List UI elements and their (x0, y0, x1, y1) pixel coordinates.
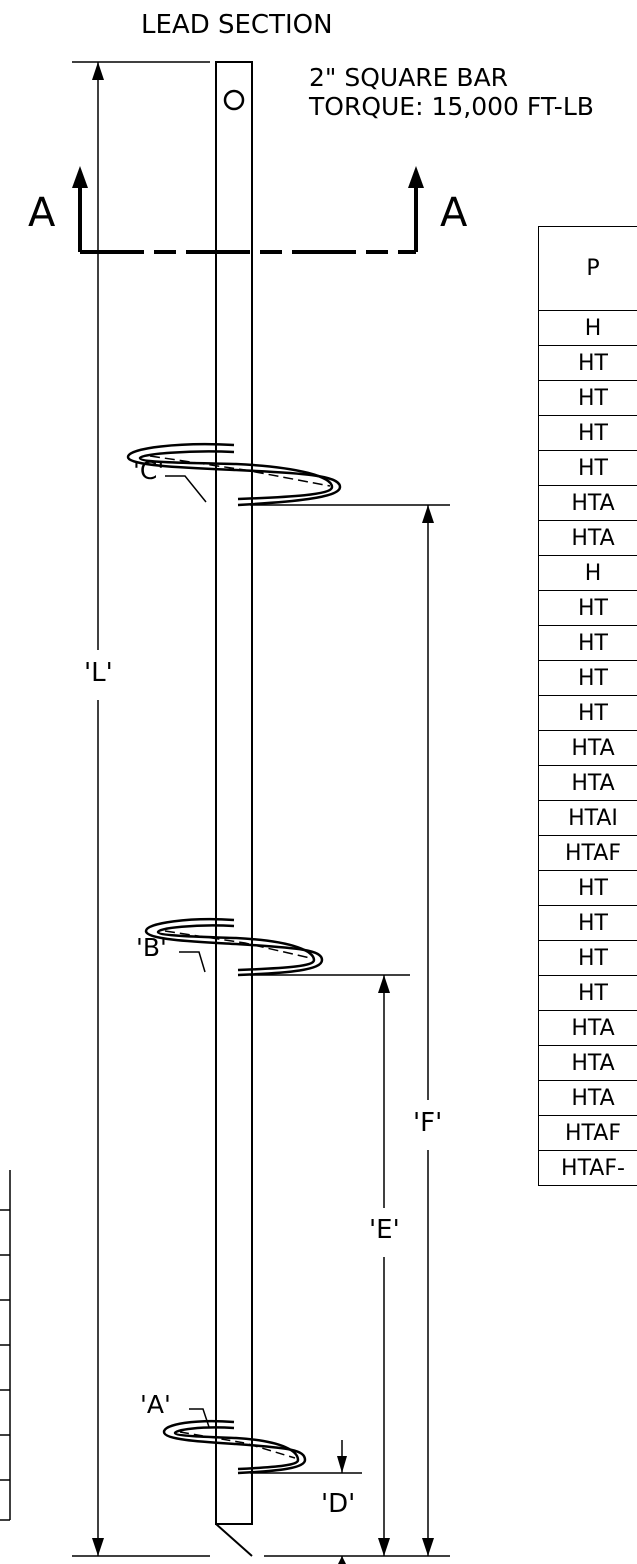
shaft-bar (215, 61, 253, 1525)
dim-label-c: 'C' (133, 456, 165, 485)
extension-lines (72, 61, 450, 1557)
part-number-cell: HT (538, 660, 637, 696)
part-table-row: HT (538, 345, 637, 381)
part-table-row: HTAF- (538, 1150, 637, 1186)
part-number-cell: HT (538, 905, 637, 941)
part-number-cell: HTA (538, 765, 637, 801)
part-number-cell: HT (538, 870, 637, 906)
leader-a (189, 1408, 210, 1428)
dimension-lines (97, 62, 429, 1564)
part-table-row: HTA (538, 1045, 637, 1081)
dim-label-f: 'F' (413, 1108, 443, 1138)
part-table-row: HT (538, 660, 637, 696)
helix-c (126, 442, 342, 507)
part-table-row: HT (538, 415, 637, 451)
part-number-cell: HTA (538, 1080, 637, 1116)
dim-label-b: 'B' (136, 933, 167, 962)
part-table-row: HTA (538, 1010, 637, 1046)
section-mark-left: A (28, 190, 56, 236)
shaft-pointed-tip (215, 1523, 253, 1557)
part-table-row: HTA (538, 485, 637, 521)
part-table-row: H (538, 555, 637, 591)
part-table-header: P (538, 226, 637, 311)
bar-spec-line1: 2" SQUARE BAR (309, 63, 509, 92)
part-number-cell: HT (538, 625, 637, 661)
dim-label-d: 'D' (321, 1489, 356, 1519)
part-number-cell: HT (538, 380, 637, 416)
part-number-cell: HTA (538, 1045, 637, 1081)
left-partial-table (0, 1170, 11, 1521)
part-table-row: HT (538, 940, 637, 976)
leader-c (165, 475, 207, 503)
dim-label-e: 'E' (369, 1215, 400, 1245)
pin-hole (223, 89, 245, 111)
part-number-cell: HTAF (538, 835, 637, 871)
part-number-cell: H (538, 555, 637, 591)
part-table-row: HTA (538, 730, 637, 766)
part-number-cell: HT (538, 975, 637, 1011)
part-number-cell: HTAI (538, 800, 637, 836)
helix-b (144, 917, 324, 977)
part-number-cell: HTAF (538, 1115, 637, 1151)
part-table-row: HT (538, 450, 637, 486)
helix-a (162, 1419, 307, 1475)
part-table-row: HTAI (538, 800, 637, 836)
part-table-row: HTA (538, 765, 637, 801)
bar-spec-line2: TORQUE: 15,000 FT-LB (309, 92, 594, 121)
part-number-cell: HTA (538, 730, 637, 766)
part-table-row: HT (538, 695, 637, 731)
part-table-row: HT (538, 380, 637, 416)
part-number-cell: HT (538, 695, 637, 731)
part-table-row: HTAF (538, 1115, 637, 1151)
part-table-row: HT (538, 905, 637, 941)
part-number-cell: HT (538, 940, 637, 976)
part-table-row: HT (538, 590, 637, 626)
leader-b (179, 951, 206, 973)
part-number-cell: HT (538, 450, 637, 486)
part-number-cell: HT (538, 415, 637, 451)
part-table-row: HTA (538, 1080, 637, 1116)
part-table-row: HT (538, 625, 637, 661)
part-table-row: HT (538, 870, 637, 906)
arrowheads (72, 62, 434, 1564)
part-number-cell: H (538, 310, 637, 346)
part-table-row: HTA (538, 520, 637, 556)
part-number-cell: HT (538, 590, 637, 626)
dim-label-a: 'A' (140, 1390, 171, 1419)
part-number-cell: HTA (538, 520, 637, 556)
part-table-row: H (538, 310, 637, 346)
part-table-row: HT (538, 975, 637, 1011)
part-number-cell: HT (538, 345, 637, 381)
drawing-title: LEAD SECTION (141, 10, 333, 40)
part-number-cell: HTA (538, 485, 637, 521)
part-table-row: HTAF (538, 835, 637, 871)
part-number-cell: HTAF- (538, 1150, 637, 1186)
dim-label-l: 'L' (84, 658, 113, 688)
part-number-cell: HTA (538, 1010, 637, 1046)
section-mark-right: A (440, 190, 468, 236)
